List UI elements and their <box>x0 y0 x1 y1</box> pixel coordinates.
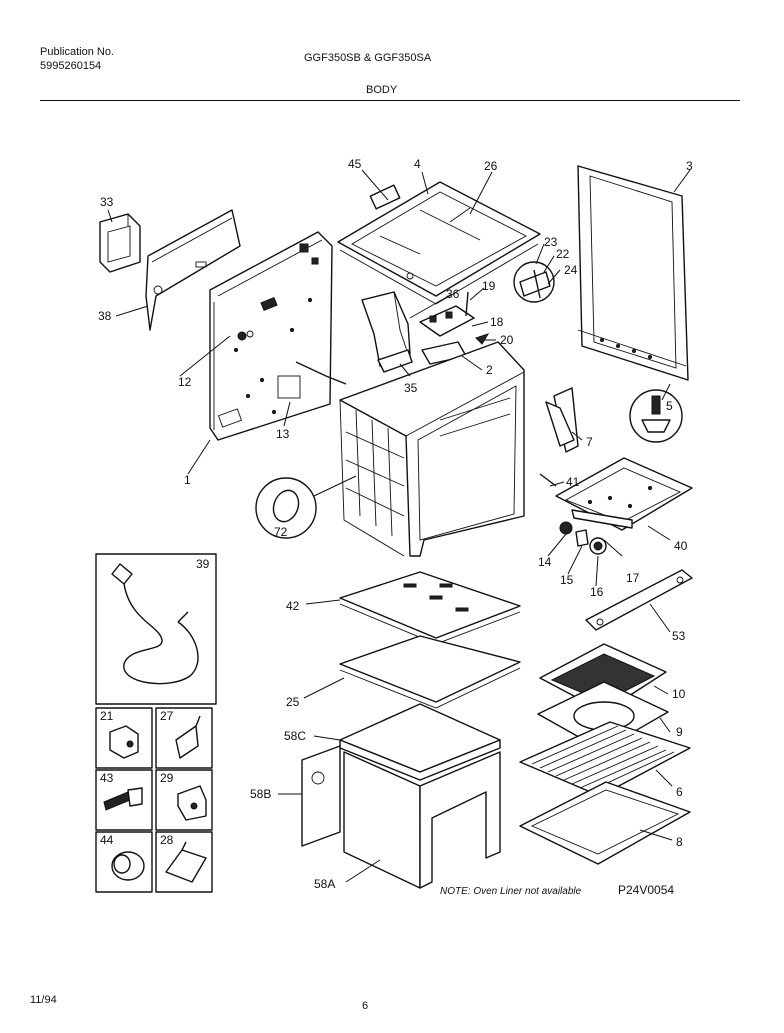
part-40-broiler-burner <box>555 457 693 531</box>
callout-12: 12 <box>178 375 192 389</box>
callout-22: 22 <box>556 247 570 261</box>
callout-58c: 58C <box>284 729 306 743</box>
header-rule <box>40 100 740 101</box>
part-43-box <box>95 769 153 831</box>
callout-23: 23 <box>544 235 558 249</box>
callout-6: 6 <box>676 785 683 799</box>
part-6-oven-rack <box>519 721 691 797</box>
part-53-trim <box>585 569 693 631</box>
part-29-box <box>155 769 213 831</box>
callout-2: 2 <box>486 363 493 377</box>
part-18-burner-assembly <box>419 291 490 345</box>
callout-21: 21 <box>100 709 114 723</box>
callout-13: 13 <box>276 427 290 441</box>
part-38-rear-panel <box>145 209 241 331</box>
detail-circle-leveling-leg <box>629 389 683 443</box>
part-27-box <box>155 707 213 769</box>
part-14-switch-knobs <box>559 521 623 557</box>
part-9-broiler-pan <box>537 681 669 751</box>
part-8-tray <box>519 781 691 865</box>
part-28-box <box>155 831 213 893</box>
detail-circle-72 <box>255 475 357 539</box>
callout-20: 20 <box>500 333 514 347</box>
part-7-bracket <box>539 387 579 487</box>
callout-29: 29 <box>160 771 174 785</box>
callout-53: 53 <box>672 629 686 643</box>
callout-28: 28 <box>160 833 174 847</box>
part-1-side-panel <box>179 231 347 441</box>
model-numbers: GGF350SB & GGF350SA <box>304 52 432 64</box>
callout-14: 14 <box>538 555 552 569</box>
callout-40: 40 <box>674 539 688 553</box>
callout-18: 18 <box>490 315 504 329</box>
callout-17: 17 <box>626 571 640 585</box>
part-21-box <box>95 707 153 769</box>
footer-page-number: 6 <box>362 1000 369 1012</box>
callout-19: 19 <box>482 279 496 293</box>
callout-39: 39 <box>196 557 210 571</box>
callout-15: 15 <box>560 573 574 587</box>
callout-25: 25 <box>286 695 300 709</box>
part-42-oven-bottom <box>339 571 521 645</box>
callout-1: 1 <box>184 473 191 487</box>
oven-liner-note: NOTE: Oven Liner not available <box>440 886 582 897</box>
part-4-top-frame <box>337 181 541 305</box>
part-3-frame <box>577 165 689 381</box>
callout-36: 36 <box>446 287 460 301</box>
detail-circle-valve <box>513 261 555 303</box>
callout-72: 72 <box>274 525 288 539</box>
callout-4: 4 <box>414 157 421 171</box>
callout-41: 41 <box>566 475 580 489</box>
callout-35: 35 <box>404 381 418 395</box>
callout-labels: 45 4 26 3 33 23 22 24 36 19 38 18 20 12 … <box>98 157 693 891</box>
callout-5: 5 <box>666 399 673 413</box>
diagram-code: P24V0054 <box>618 883 674 897</box>
callout-24: 24 <box>564 263 578 277</box>
part-39-power-cord <box>95 553 217 705</box>
callout-58b: 58B <box>250 787 271 801</box>
oven-body <box>339 341 525 557</box>
callout-3: 3 <box>686 159 693 173</box>
part-58-packaging <box>301 703 501 889</box>
callout-58a: 58A <box>314 877 335 891</box>
callout-33: 33 <box>100 195 114 209</box>
part-33-bracket <box>99 213 141 273</box>
section-title: BODY <box>366 84 398 96</box>
part-25-heat-shield <box>339 635 521 709</box>
callout-42: 42 <box>286 599 300 613</box>
publication-label: Publication No. <box>40 46 114 58</box>
callout-45: 45 <box>348 157 362 171</box>
callout-8: 8 <box>676 835 683 849</box>
callout-10: 10 <box>672 687 686 701</box>
callout-7: 7 <box>586 435 593 449</box>
callout-9: 9 <box>676 725 683 739</box>
callout-43: 43 <box>100 771 114 785</box>
part-35-bracket <box>377 341 467 373</box>
callout-38: 38 <box>98 309 112 323</box>
callout-27: 27 <box>160 709 174 723</box>
callout-26: 26 <box>484 159 498 173</box>
publication-number: 5995260154 <box>40 60 102 72</box>
part-44-box <box>95 831 153 893</box>
leader-lines <box>107 169 691 883</box>
footer-date: 11/94 <box>30 994 57 1006</box>
callout-44: 44 <box>100 833 114 847</box>
callout-16: 16 <box>590 585 604 599</box>
